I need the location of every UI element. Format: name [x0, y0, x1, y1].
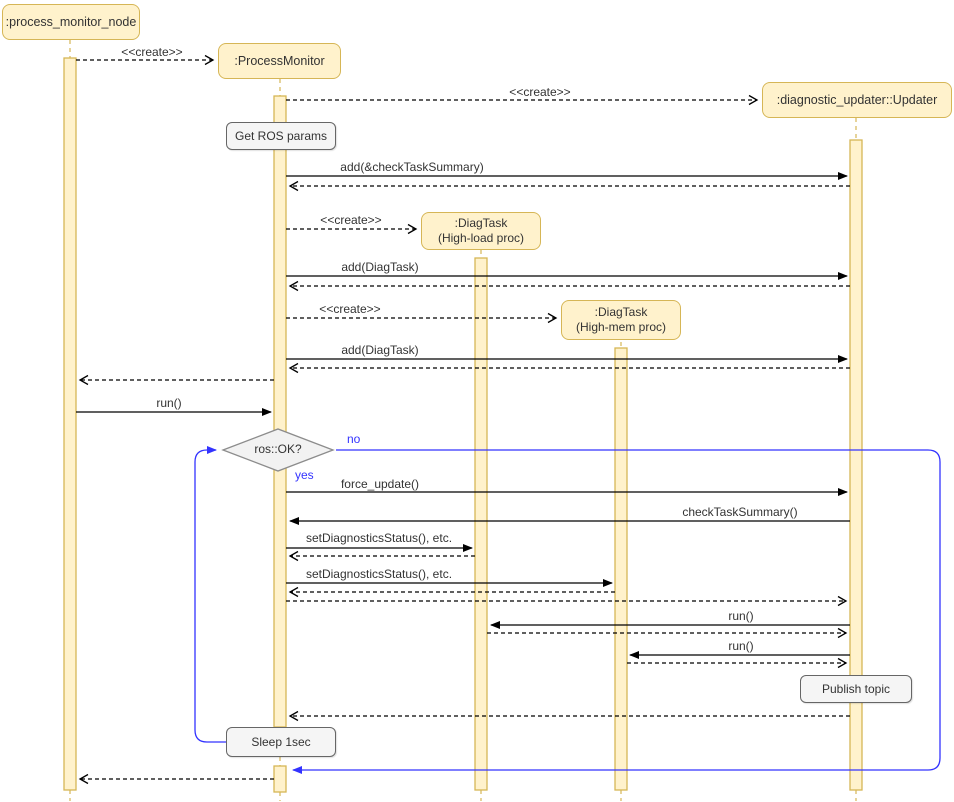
- actor-process-monitor-node-label: :process_monitor_node: [5, 14, 137, 29]
- label-force-update: force_update(): [340, 477, 420, 491]
- actor-diagtask-high-load-line2: (High-load proc): [437, 231, 525, 245]
- label-check-task-summary: checkTaskSummary(): [682, 505, 798, 519]
- label-create-diagtask-high-load: <<create>>: [320, 213, 382, 227]
- actor-diagtask-high-mem: :DiagTask (High-mem proc): [561, 300, 681, 340]
- actor-updater: :diagnostic_updater::Updater: [762, 82, 952, 118]
- label-add-diagtask-1: add(DiagTask): [341, 260, 419, 274]
- actor-diagtask-high-mem-line2: (High-mem proc): [575, 320, 666, 334]
- dashed-arrows: [76, 54, 850, 785]
- label-set-diagnostics-status-2: setDiagnosticsStatus(), etc.: [305, 567, 453, 581]
- label-create-diagtask-high-mem: <<create>>: [319, 302, 381, 316]
- loop-yes-label: yes: [295, 468, 314, 482]
- actor-process-monitor-label: :ProcessMonitor: [234, 53, 325, 68]
- actor-diagtask-high-load-line1: :DiagTask: [454, 216, 508, 230]
- loop-flow: [194, 446, 941, 774]
- decision-condition-label: ros::OK?: [254, 442, 302, 456]
- activation-diagtask-high-load: [474, 257, 488, 791]
- activation-process-monitor-node: [63, 57, 77, 791]
- lifelines: [69, 40, 857, 801]
- label-create-process-monitor: <<create>>: [121, 45, 183, 59]
- label-set-diagnostics-status-1: setDiagnosticsStatus(), etc.: [305, 531, 453, 545]
- label-run-task-1: run(): [728, 609, 754, 623]
- call-arrows: [76, 172, 850, 659]
- activation-updater: [849, 139, 863, 791]
- actor-updater-label: :diagnostic_updater::Updater: [776, 92, 938, 107]
- activation-process-monitor: [273, 95, 287, 728]
- label-run-task-2: run(): [728, 639, 754, 653]
- actor-process-monitor-node: :process_monitor_node: [2, 4, 140, 40]
- label-add-diagtask-2: add(DiagTask): [341, 343, 419, 357]
- actor-diagtask-high-mem-line1: :DiagTask: [594, 305, 648, 319]
- activation-diagtask-high-mem: [614, 347, 628, 791]
- note-get-ros-params: Get ROS params: [226, 122, 336, 150]
- actor-diagtask-high-load: :DiagTask (High-load proc): [421, 212, 541, 250]
- label-run-main: run(): [156, 396, 182, 410]
- activation-bars: [63, 57, 863, 793]
- loop-exit-no-path: [292, 449, 941, 774]
- note-sleep-1sec: Sleep 1sec: [226, 727, 336, 757]
- label-create-updater: <<create>>: [509, 85, 571, 99]
- label-add-check-task-summary: add(&checkTaskSummary): [340, 160, 484, 174]
- decision-diamond: [221, 428, 335, 472]
- loop-no-label: no: [347, 432, 361, 446]
- actor-process-monitor: :ProcessMonitor: [218, 43, 341, 79]
- activation-process-monitor-tail: [273, 765, 287, 793]
- note-publish-topic: Publish topic: [800, 675, 912, 703]
- loop-back-path: [194, 446, 226, 743]
